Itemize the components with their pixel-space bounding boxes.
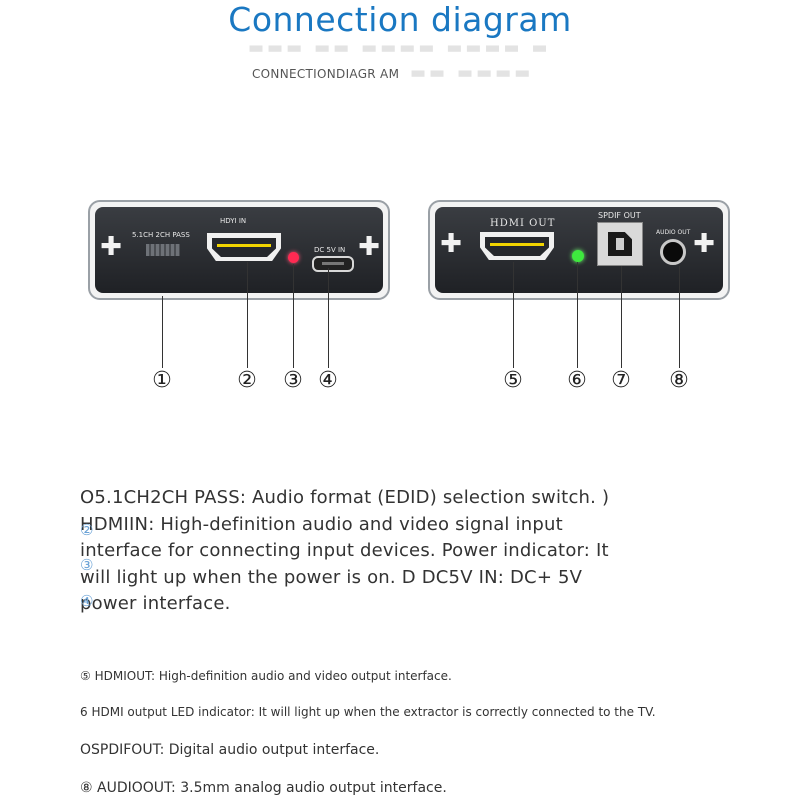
screw-icon: ✚ (358, 232, 380, 262)
spdif-optical-port[interactable] (597, 222, 643, 266)
hdmi-out-label: HDMI OUT (490, 218, 556, 229)
hdmi-in-label: HDYI IN (220, 217, 247, 225)
description-line-1: O5.1CH2CH PASS: Audio format (EDID) sele… (80, 487, 610, 508)
spdif-out-label: SPDIF OUT (598, 211, 641, 220)
callout-5: ⑤ (503, 368, 523, 393)
callout-4: ④ (318, 368, 338, 393)
description-line-3: interface for connecting input devices. … (80, 540, 609, 561)
faded-header-decoration: ▬▬▬ ▬▬ ▬▬▬▬ ▬▬▬▬ ▬ (248, 38, 551, 58)
audio-out-jack[interactable] (660, 239, 686, 265)
note-audio-out-text: AUDIOOUT: 3.5mm analog audio output inte… (97, 780, 447, 796)
leader-line (162, 296, 163, 368)
callout-7: ⑦ (611, 368, 631, 393)
description-marker-2: ② (80, 521, 94, 539)
callout-6: ⑥ (567, 368, 587, 393)
audio-out-label: AUDIO OUT (656, 229, 691, 236)
hdmi-in-port[interactable] (207, 233, 281, 261)
leader-line (247, 262, 248, 368)
callout-8: ⑧ (669, 368, 689, 393)
note-spdif-out: OSPDIFOUT: Digital audio output interfac… (80, 742, 380, 758)
description-line-5: power interface. (80, 593, 231, 614)
audio-format-switch[interactable] (146, 244, 180, 256)
callout-1: ① (152, 368, 172, 393)
leader-line (621, 266, 622, 368)
leader-line (293, 264, 294, 368)
switch-label: 5.1CH 2CH PASS (132, 231, 190, 239)
callout-3: ③ (283, 368, 303, 393)
leader-line (513, 262, 514, 368)
description-line-4: will light up when the power is on. D DC… (80, 567, 583, 588)
extractor-input-panel: ✚ ✚ 5.1CH 2CH PASS HDYI IN DC 5V IN (88, 200, 390, 300)
note-hdmi-out-text: HDMIOUT: High-definition audio and video… (94, 669, 452, 683)
dc-in-label: DC 5V IN (314, 246, 346, 254)
screw-icon: ✚ (440, 229, 462, 259)
note-marker-8: ⑧ (80, 780, 93, 796)
faded-header-decoration-2: ▬▬ ▬▬▬▬ (410, 63, 534, 83)
description-marker-3: ③ (80, 556, 94, 574)
hdmi-out-port[interactable] (480, 232, 554, 260)
leader-line (577, 262, 578, 368)
leader-line (328, 268, 329, 368)
screw-icon: ✚ (693, 229, 715, 259)
description-marker-4: ④ (80, 592, 94, 610)
extractor-output-panel: ✚ ✚ HDMI OUT SPDIF OUT AUDIO OUT (428, 200, 730, 300)
hdmi-output-led (572, 250, 584, 262)
callout-2: ② (237, 368, 257, 393)
leader-line (679, 266, 680, 368)
power-indicator-led (288, 252, 299, 263)
note-hdmi-led: 6 HDMI output LED indicator: It will lig… (80, 705, 656, 719)
note-marker-5: ⑤ (80, 669, 91, 683)
dc-5v-port[interactable] (312, 256, 354, 272)
note-hdmi-out: ⑤ HDMIOUT: High-definition audio and vid… (80, 669, 452, 683)
page-title: Connection diagram (228, 0, 572, 39)
page-subtitle: CONNECTIONDIAGR AM (252, 67, 400, 81)
description-line-2: HDMIIN: High-definition audio and video … (80, 514, 563, 535)
screw-icon: ✚ (100, 232, 122, 262)
note-audio-out: ⑧ AUDIOOUT: 3.5mm analog audio output in… (80, 780, 447, 796)
